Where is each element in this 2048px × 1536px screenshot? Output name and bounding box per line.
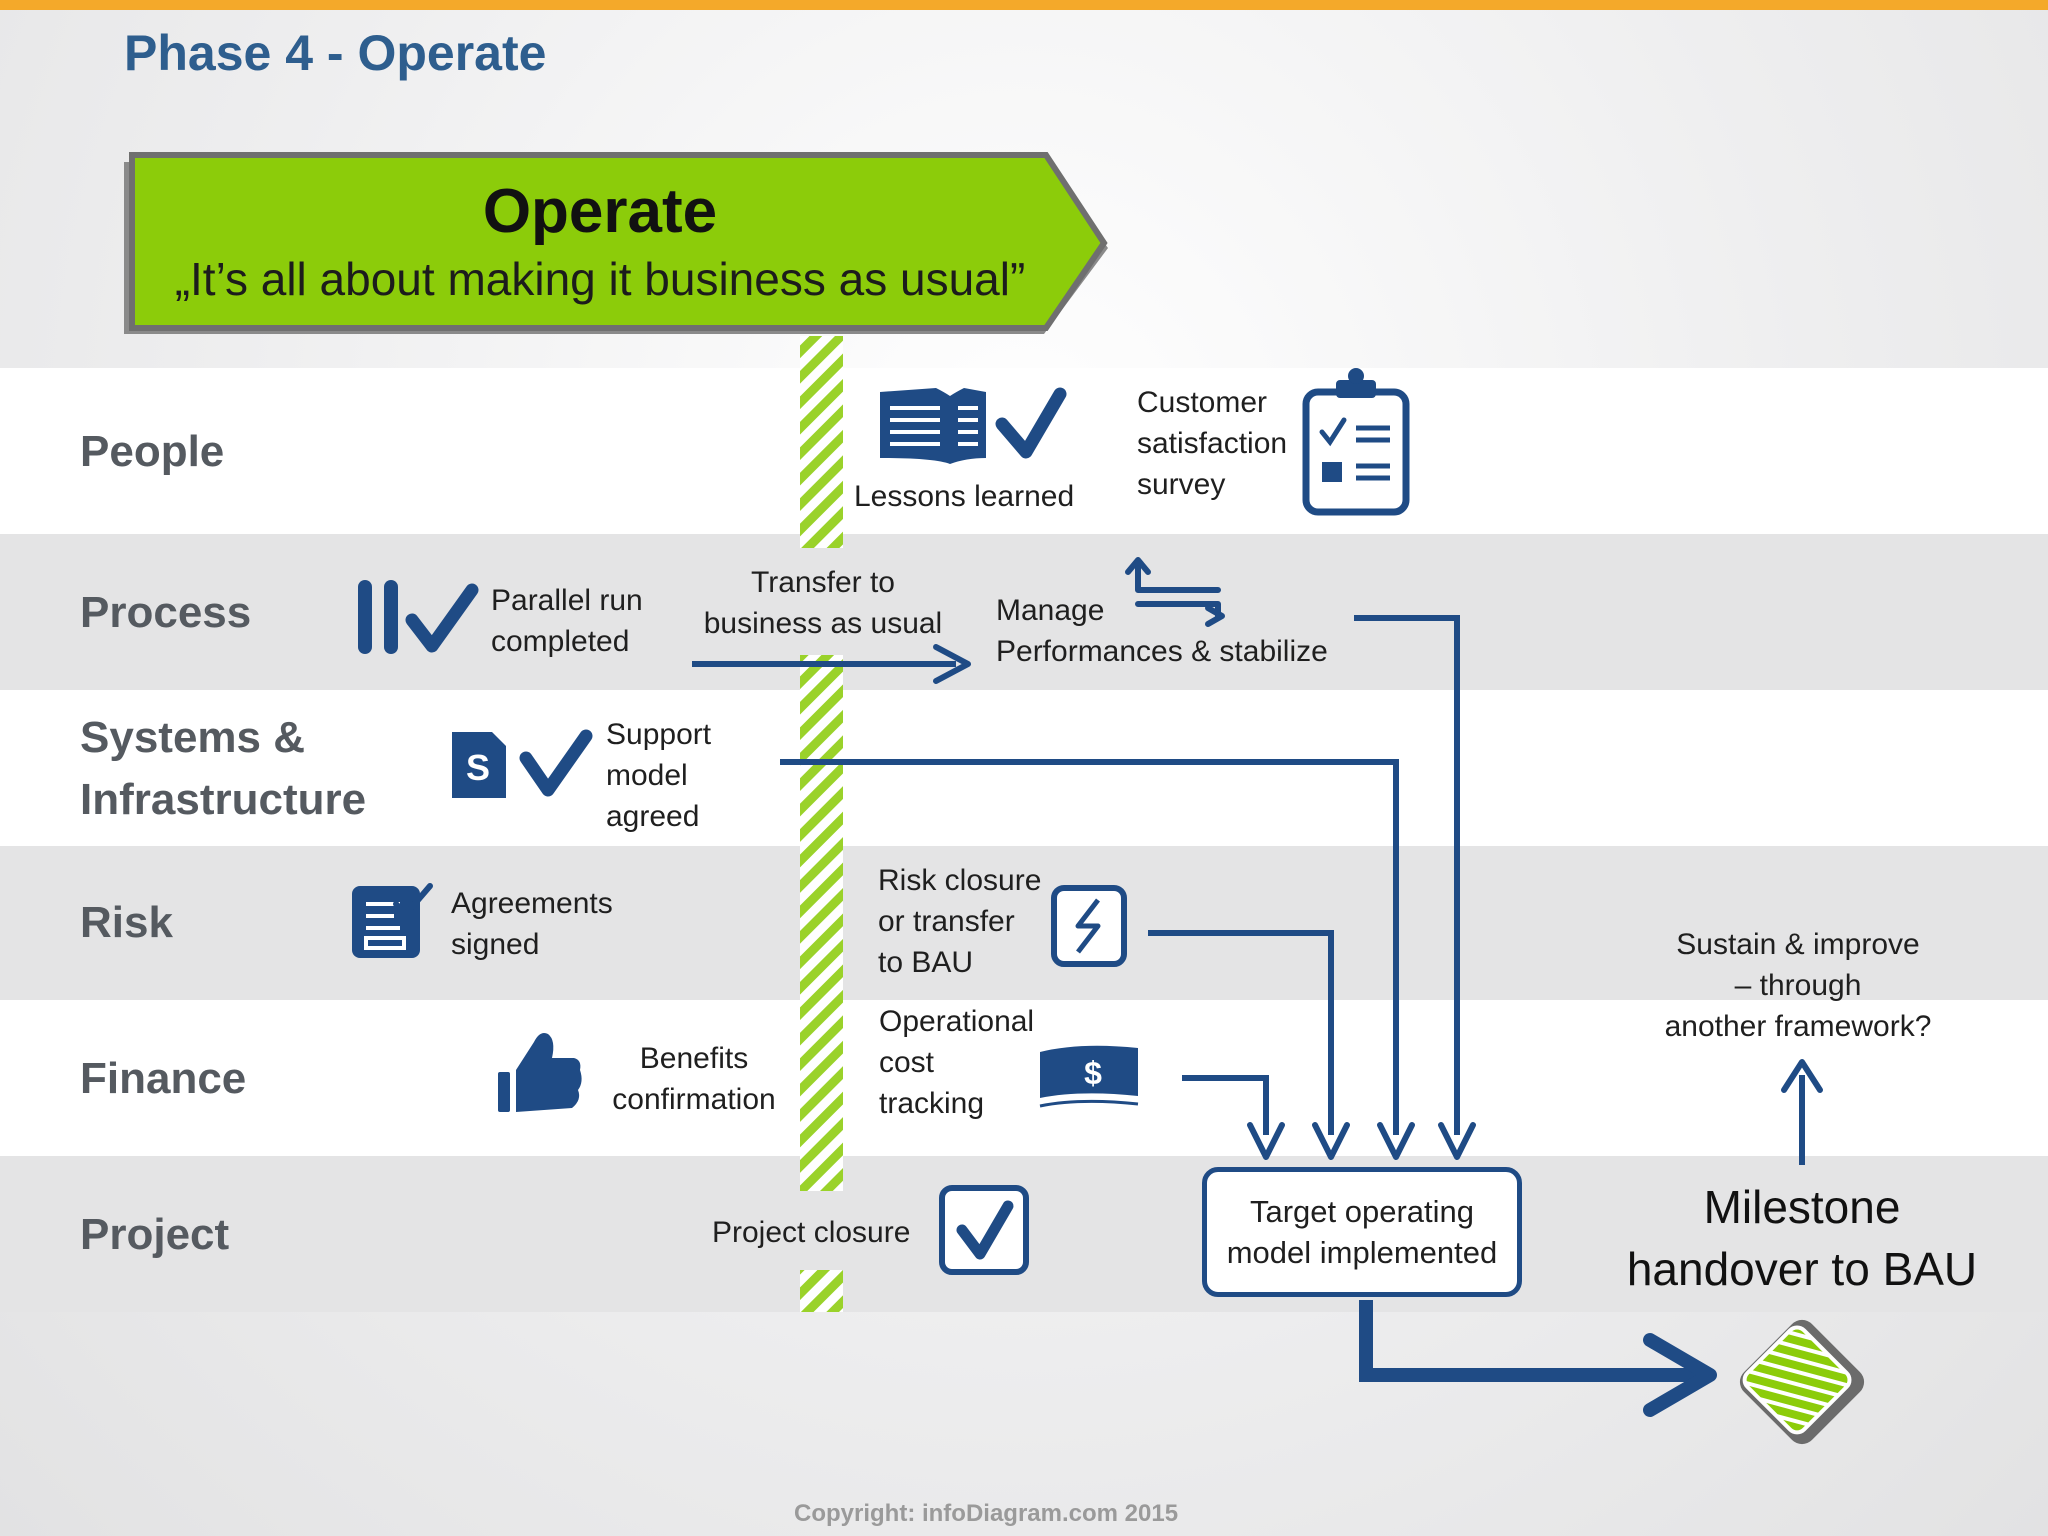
milestone-label: Milestone handover to BAU bbox=[1626, 1181, 1978, 1295]
survey-label: Customer satisfaction survey bbox=[1137, 386, 1288, 501]
connector-support bbox=[780, 759, 1399, 1135]
support-model-label: Support model agreed bbox=[606, 718, 712, 833]
connector-manage bbox=[1354, 615, 1460, 1135]
parallel-run-icon bbox=[358, 580, 398, 654]
exchange-arrows-icon bbox=[1125, 557, 1225, 627]
check-icon bbox=[405, 583, 479, 653]
lessons-learned-label: Lessons learned bbox=[854, 480, 1075, 513]
manage-label: Manage Performances & stabilize bbox=[996, 594, 1328, 668]
row-label-people: People bbox=[80, 427, 225, 476]
top-accent-bar bbox=[0, 0, 2048, 10]
row-label-process: Process bbox=[80, 588, 252, 637]
milestone-diamond-icon bbox=[1739, 1319, 1865, 1445]
risk-lightning-icon bbox=[1051, 885, 1127, 967]
risk-closure-label: Risk closure or transfer to BAU bbox=[878, 864, 1042, 979]
page-title: Phase 4 - Operate bbox=[124, 25, 547, 81]
row-band-finance bbox=[0, 1000, 2048, 1156]
checkbox-icon bbox=[939, 1185, 1029, 1275]
row-label-systems: Systems & bbox=[80, 713, 306, 762]
sign-post bbox=[800, 336, 843, 1312]
check-icon bbox=[519, 729, 593, 797]
operational-cost-label: Operational cost tracking bbox=[879, 1005, 1035, 1120]
book-icon bbox=[880, 388, 986, 464]
row-label-infrastructure: Infrastructure bbox=[80, 775, 367, 824]
row-label-risk: Risk bbox=[80, 898, 173, 947]
row-label-project: Project bbox=[80, 1210, 230, 1259]
copyright: Copyright: infoDiagram.com 2015 bbox=[794, 1500, 1179, 1527]
connector-finance bbox=[1182, 1075, 1269, 1135]
sign-subtitle: „It’s all about making it business as us… bbox=[174, 253, 1026, 305]
sustain-improve-label: Sustain & improve – through another fram… bbox=[1664, 928, 1932, 1043]
agreements-label: Agreements signed bbox=[451, 887, 613, 961]
thumbs-up-icon bbox=[498, 1033, 582, 1112]
transfer-label: Transfer to business as usual bbox=[703, 566, 943, 640]
milestone-arrow bbox=[1359, 1300, 1700, 1382]
target-operating-model-box: Target operating model implemented bbox=[1202, 1167, 1522, 1297]
svg-text:S: S bbox=[466, 747, 490, 788]
money-bill-icon: $ bbox=[1039, 1045, 1139, 1108]
row-band-process bbox=[0, 534, 2048, 690]
transfer-arrow-head bbox=[933, 644, 971, 684]
clipboard-survey-icon bbox=[1302, 368, 1410, 516]
svg-text:$: $ bbox=[1084, 1055, 1102, 1091]
row-band-systems bbox=[0, 690, 2048, 846]
benefits-label: Benefits confirmation bbox=[612, 1042, 776, 1116]
row-band-risk bbox=[0, 846, 2048, 1000]
operate-sign bbox=[124, 152, 1108, 334]
row-label-finance: Finance bbox=[80, 1054, 247, 1103]
sign-title: Operate bbox=[482, 177, 718, 246]
connector-risk bbox=[1148, 930, 1334, 1135]
document-s-icon: S bbox=[452, 732, 506, 798]
project-closure-label: Project closure bbox=[712, 1216, 911, 1249]
parallel-run-label: Parallel run completed bbox=[491, 584, 643, 658]
check-icon bbox=[995, 387, 1067, 459]
signed-document-icon bbox=[352, 883, 433, 958]
